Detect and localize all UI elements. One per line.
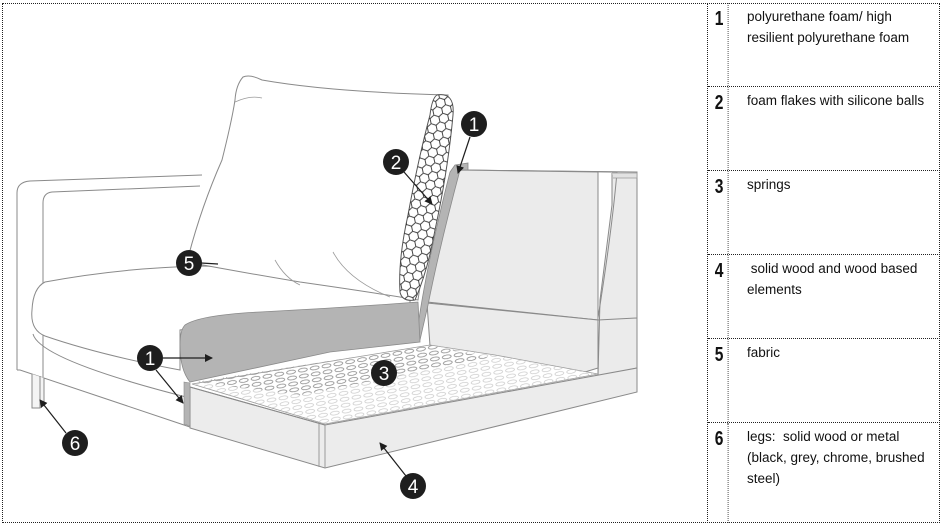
arrow-6-leg <box>39 399 67 434</box>
legend-row: 2 foam flakes with silicone balls <box>708 87 940 171</box>
seat-springs <box>191 344 599 425</box>
arrow-2-filling <box>403 171 433 205</box>
callout-1-armrest: 1 <box>461 111 487 137</box>
callout-3: 3 <box>371 360 397 386</box>
callout-5: 5 <box>176 250 202 276</box>
figure-border <box>2 3 940 523</box>
sofa-diagram: 1 1 2 3 4 5 6 <box>16 75 638 499</box>
callout-label: 6 <box>70 434 81 455</box>
callout-1-seat: 1 <box>137 345 163 371</box>
wooden-base <box>189 367 638 469</box>
legend-number: 5 <box>711 339 729 422</box>
legend-number: 2 <box>711 87 729 170</box>
legend-row: 6 legs: solid wood or metal (black, grey… <box>708 423 940 523</box>
legend-row: 5 fabric <box>708 339 940 423</box>
legend-row: 3 springs <box>708 171 940 255</box>
callout-2: 2 <box>383 149 409 175</box>
legend-text: fabric <box>747 345 781 360</box>
legend-number: 4 <box>711 255 729 338</box>
callout-label: 1 <box>145 349 156 370</box>
callout-label: 4 <box>408 477 419 498</box>
legend-text: solid wood and wood based elements <box>747 261 922 297</box>
legend-number: 1 <box>711 3 729 86</box>
legend-number: 6 <box>711 423 729 523</box>
right-armrest <box>426 169 638 378</box>
callout-arrows <box>39 136 471 477</box>
back-pillow <box>186 75 449 301</box>
arrow-5-fabric <box>200 262 219 265</box>
legend-number: 3 <box>711 171 729 254</box>
callout-label: 5 <box>184 254 195 275</box>
arrow-1-frame-edge <box>155 369 184 404</box>
legend-text: foam flakes with silicone balls <box>747 93 925 108</box>
legend-text: springs <box>747 177 791 192</box>
callout-label: 1 <box>469 115 480 136</box>
legend-row: 1 polyurethane foam/ high resilient poly… <box>708 3 940 87</box>
callout-4: 4 <box>400 473 426 499</box>
legend-row: 4 solid wood and wood based elements <box>708 255 940 339</box>
frame-edge-foam <box>183 381 191 427</box>
callout-label: 3 <box>379 364 390 385</box>
legend-text: legs: solid wood or metal (black, grey, … <box>747 429 929 486</box>
legend-table: 1 polyurethane foam/ high resilient poly… <box>707 3 940 523</box>
legend-text: polyurethane foam/ high resilient polyur… <box>747 9 910 45</box>
arrow-1-armrest <box>456 136 471 174</box>
seat-cushion-foam <box>179 301 421 383</box>
arrow-4-base <box>379 442 407 477</box>
callout-6: 6 <box>62 430 88 456</box>
callout-label: 2 <box>391 153 402 174</box>
